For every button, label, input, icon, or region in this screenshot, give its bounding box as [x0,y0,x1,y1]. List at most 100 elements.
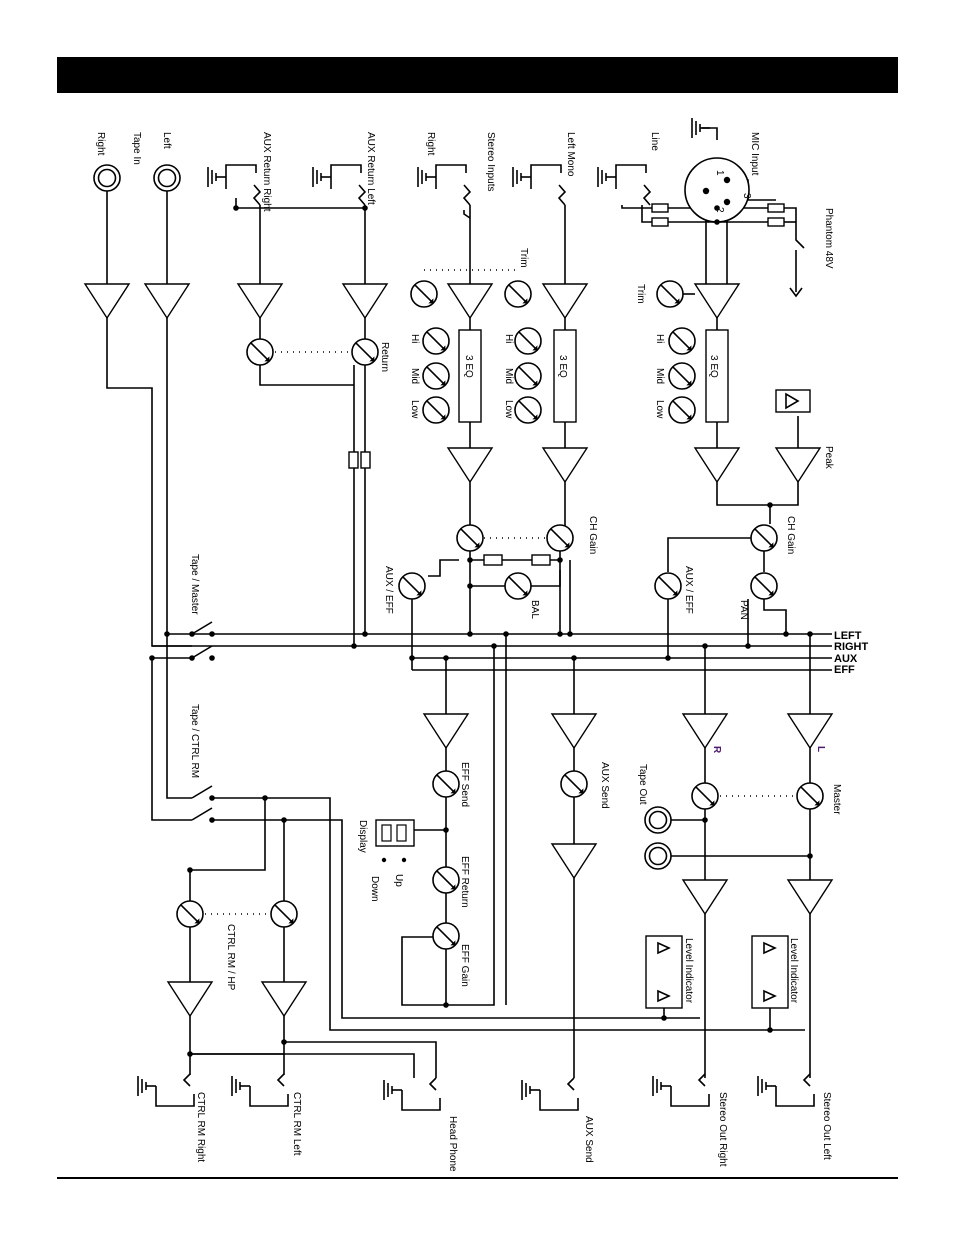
label-eff-return: EFF Return [459,856,470,908]
socket-icon [401,1077,441,1111]
peak-led-box [775,389,811,413]
jack-hole [648,846,668,866]
wire [106,318,192,647]
wire [716,482,799,506]
label-pan: PAN [738,600,749,620]
socket-icon [670,1073,710,1107]
circuit-components [83,118,834,1111]
knob-icon [514,327,542,355]
knob-pointer [518,366,538,386]
knob-icon [422,396,450,424]
knob-icon [514,362,542,390]
socket-body [249,1086,289,1107]
junction-dot [767,1027,773,1033]
amplifier [681,879,729,916]
junction-dot [187,867,193,873]
knob-arrow [264,356,270,362]
socket-body [401,1090,441,1111]
wire [401,936,447,1006]
ground-icon [512,167,531,187]
socket-tip [357,184,367,206]
jack-icon [644,842,672,870]
knob-arrow [578,788,584,794]
junction-dot [409,655,415,661]
wire [428,559,459,577]
socket-body [330,164,362,177]
ground-icon [757,1076,776,1096]
label-aux-send-out: AUX Send [583,1116,594,1163]
knob-icon [546,524,574,552]
knob-icon [351,338,379,366]
socket-tip [802,1073,811,1087]
knob-arrow [288,918,294,924]
knob-arrow [450,940,456,946]
knob-icon [750,524,778,552]
ground-icon [691,118,710,138]
wire [230,797,805,1031]
label-bal: BAL [529,600,540,619]
eq-box [705,329,729,423]
wire [166,634,192,799]
label-tape-right: Right [95,132,106,156]
knob-arrow [428,298,434,304]
socket-icon [539,1077,579,1111]
label-ctrl-rm-left: CTRL RM Left [291,1092,302,1156]
knob-pointer [660,284,680,304]
amplifier [446,283,494,320]
amplifier [341,283,389,320]
socket-tip [428,1077,437,1091]
label-low-mono: Low [503,400,514,419]
amplifier [786,713,834,750]
junction-dot [443,827,449,833]
junction-dot [807,631,813,637]
junction-dot [362,631,368,637]
phantom-switch [795,222,805,249]
socket-icon [615,164,652,206]
label-down: Down [369,876,380,902]
knob-icon [432,770,460,798]
socket-body [539,1090,579,1111]
label-mid-mono: Mid [503,368,514,384]
signal-wires [106,127,832,1078]
switch-arm [191,785,213,799]
socket-icon [435,164,472,206]
label-display: Display [357,820,368,853]
knob-pointer [426,366,446,386]
footer-rule [57,1177,898,1179]
led-icon [657,989,671,1003]
knob-arrow [564,542,570,548]
label-head-phone: Head Phone [447,1116,458,1172]
knob-arrow [674,298,680,304]
junction-dot [443,1002,449,1008]
xlr-pin-3: 3 [741,193,752,199]
knob-icon [691,782,719,810]
junction-dot [665,655,671,661]
knob-arrow [450,884,456,890]
socket-icon [330,164,367,206]
label-tape-out: Tape Out [637,764,648,805]
junction-dot [714,205,720,211]
junction-dot [281,1039,287,1045]
knob-icon [656,280,684,308]
knob-arrow [768,542,774,548]
knob-icon [398,572,426,600]
label-stereo-inputs: Stereo Inputs [485,132,496,191]
amplifier [550,713,598,750]
label-line: Line [649,132,660,151]
bus-right-label: RIGHT [834,641,869,653]
label-ch-gain-stereo: CH Gain [587,516,598,554]
label-mic-input: MIC Input [749,132,760,176]
junction-dot [767,502,773,508]
socket-body [225,164,257,177]
junction-dot [209,631,215,637]
knob-pointer [672,400,692,420]
switch-arm [191,807,213,821]
knob-arrow [532,380,538,386]
diagram-labels: MIC Input Line Phantom 48V Left Mono Ste… [95,132,869,1172]
knob-arrow [814,800,820,806]
knob-pointer [508,284,528,304]
button-dot [401,857,407,863]
knob-pointer [800,786,820,806]
amplifier [541,447,589,484]
